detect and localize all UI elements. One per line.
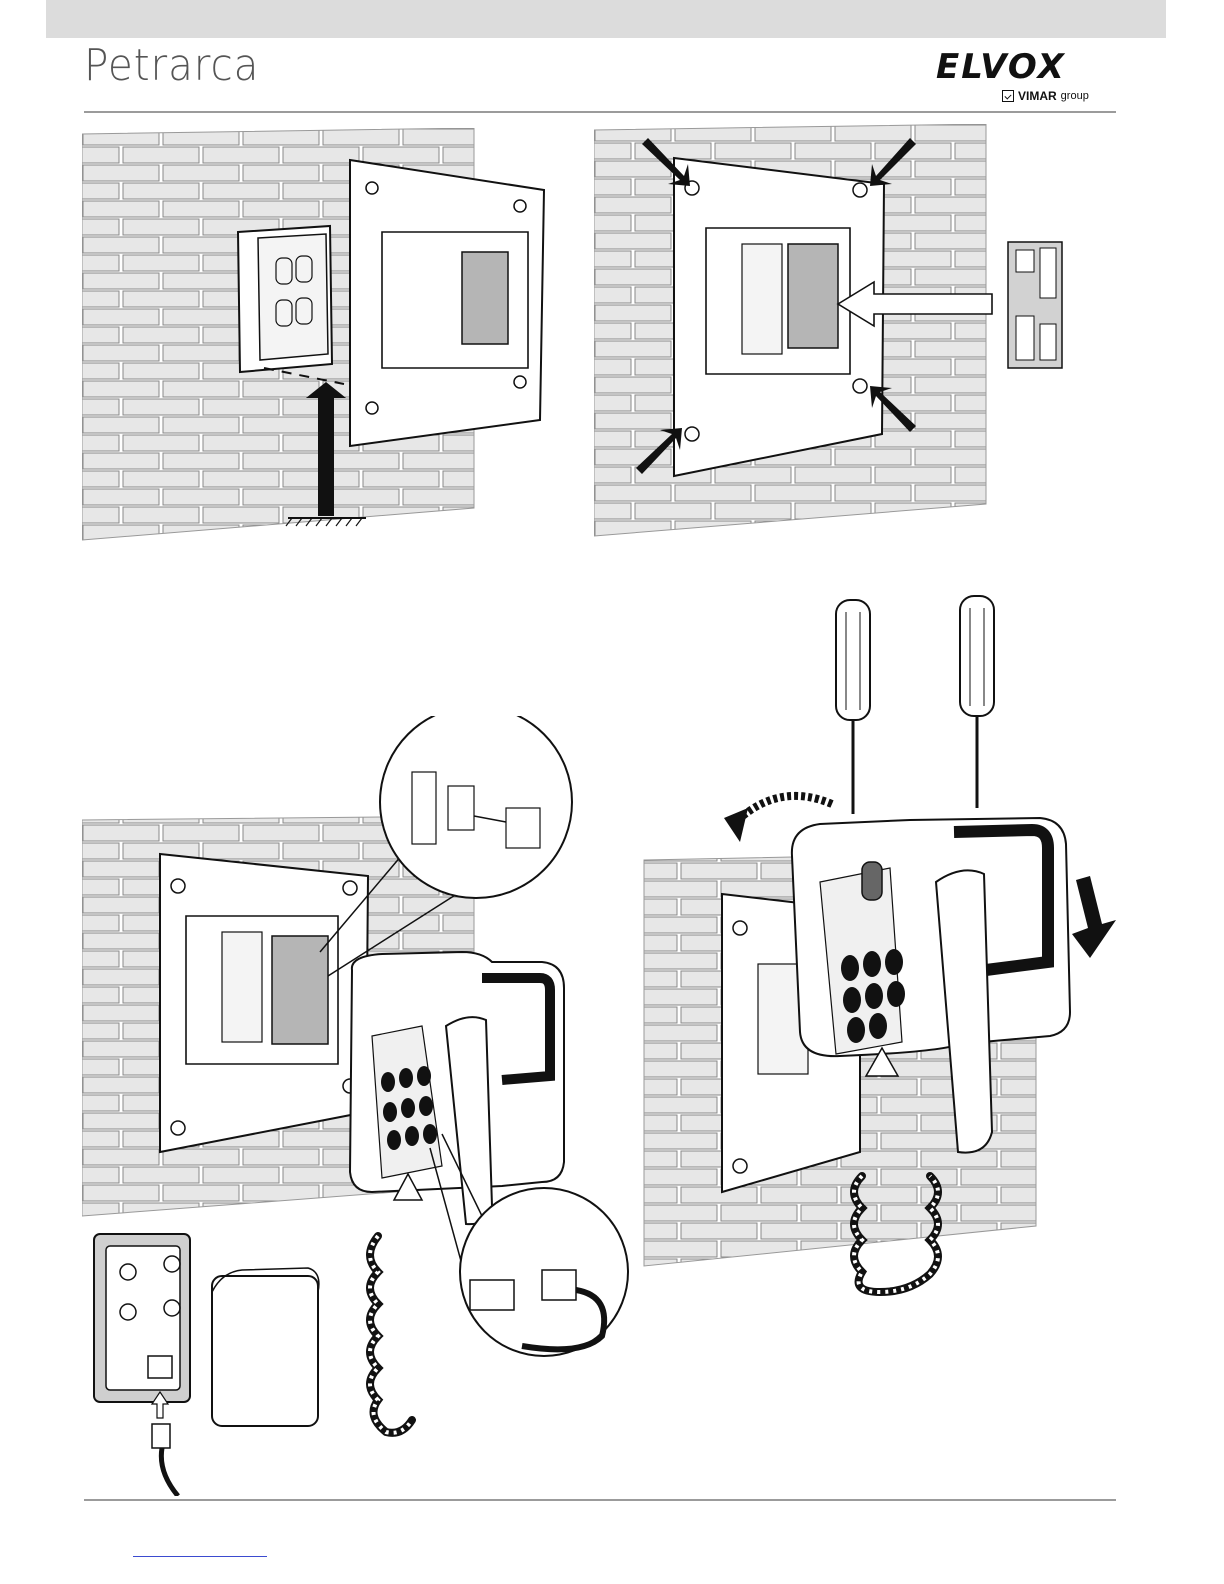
figure-wiring-handset: [82, 716, 642, 1496]
header-divider: [84, 111, 1116, 113]
vimar-label: VIMAR: [1018, 89, 1057, 103]
group-label: group: [1061, 90, 1089, 102]
header-bar: [46, 0, 1166, 38]
arrow-down-icon: [1072, 876, 1116, 958]
rotate-arrow-icon: [738, 796, 832, 820]
figure-intercom-on-plate: [640, 592, 1120, 1312]
footer-divider: [84, 1499, 1116, 1501]
brand-name: ELVOX: [936, 50, 1066, 84]
elvox-logo: ELVOX VIMAR group: [936, 50, 1096, 106]
figure-plate-screws: [594, 124, 1114, 544]
vimar-check-icon: [1002, 90, 1014, 102]
vimar-group-mark: VIMAR group: [1002, 88, 1089, 104]
screwdriver-icon: [836, 596, 994, 814]
footer-link-underline[interactable]: [133, 1556, 267, 1557]
figure-wall-box-plate: [82, 128, 562, 548]
page-title: Petrarca: [84, 40, 259, 91]
